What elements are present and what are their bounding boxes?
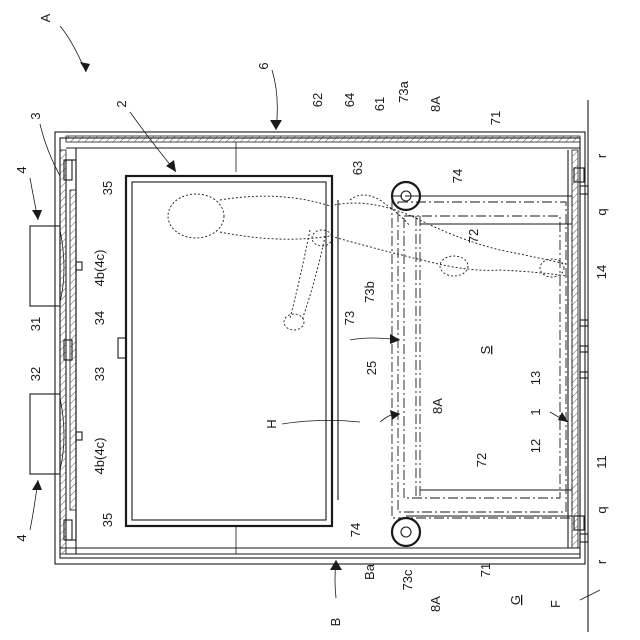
label-63: 63 — [350, 161, 365, 175]
side-box-bottom — [30, 394, 64, 474]
label-73a: 73a — [396, 80, 411, 102]
label-8A-top: 8A — [428, 96, 443, 112]
right-wall-11 — [572, 150, 578, 548]
label-71-bottom: 71 — [478, 563, 493, 577]
label-12: 12 — [528, 439, 543, 453]
label-72-top: 72 — [466, 229, 481, 243]
label-2: 2 — [114, 100, 129, 107]
label-72-bottom: 72 — [474, 453, 489, 467]
label-8A-mid: 8A — [430, 398, 445, 414]
label-q-top: q — [594, 208, 609, 215]
top-panel-6 — [66, 136, 580, 142]
frame-structure — [392, 196, 572, 518]
wheel-bottom — [392, 518, 420, 546]
label-q-bottom: q — [594, 506, 609, 513]
label-33: 33 — [92, 367, 107, 381]
label-H: H — [264, 419, 279, 428]
label-4b4c-bottom: 4b(4c) — [92, 438, 107, 475]
label-73b: 73b — [362, 281, 377, 303]
label-3: 3 — [28, 112, 43, 119]
label-6: 6 — [256, 62, 271, 69]
label-A: A — [38, 13, 53, 22]
side-box-top — [30, 226, 64, 306]
label-31: 31 — [28, 317, 43, 331]
label-32: 32 — [28, 367, 43, 381]
label-r-bottom: r — [594, 559, 609, 564]
label-34: 34 — [92, 311, 107, 325]
label-13: 13 — [528, 371, 543, 385]
label-G: G — [508, 595, 523, 605]
label-62: 62 — [310, 93, 325, 107]
label-4b4c-top: 4b(4c) — [92, 250, 107, 287]
outer-housing — [55, 132, 585, 564]
label-74-top: 74 — [450, 169, 465, 183]
label-35-top: 35 — [100, 181, 115, 195]
human-figure — [168, 194, 566, 330]
label-4-bottom: 4 — [14, 534, 29, 541]
label-73: 73 — [342, 311, 357, 325]
label-11: 11 — [594, 455, 609, 469]
side-wall-3 — [60, 150, 66, 554]
label-35-bottom: 35 — [100, 513, 115, 527]
label-r-top: r — [594, 153, 609, 158]
label-73c: 73c — [400, 569, 415, 590]
panel-34 — [70, 190, 76, 510]
label-B: B — [328, 618, 343, 627]
label-14: 14 — [594, 265, 609, 279]
label-1: 1 — [528, 408, 543, 415]
display-screen — [118, 176, 338, 526]
label-Ba: Ba — [362, 563, 377, 580]
label-8A-bottom: 8A — [428, 596, 443, 612]
leader-lines — [30, 26, 600, 600]
label-S: S — [478, 345, 493, 354]
label-4-top: 4 — [14, 166, 29, 173]
label-61: 61 — [372, 97, 387, 111]
label-F: F — [548, 600, 563, 608]
label-71-top: 71 — [488, 111, 503, 125]
label-64: 64 — [342, 93, 357, 107]
label-25: 25 — [364, 361, 379, 375]
label-74-bottom: 74 — [348, 523, 363, 537]
